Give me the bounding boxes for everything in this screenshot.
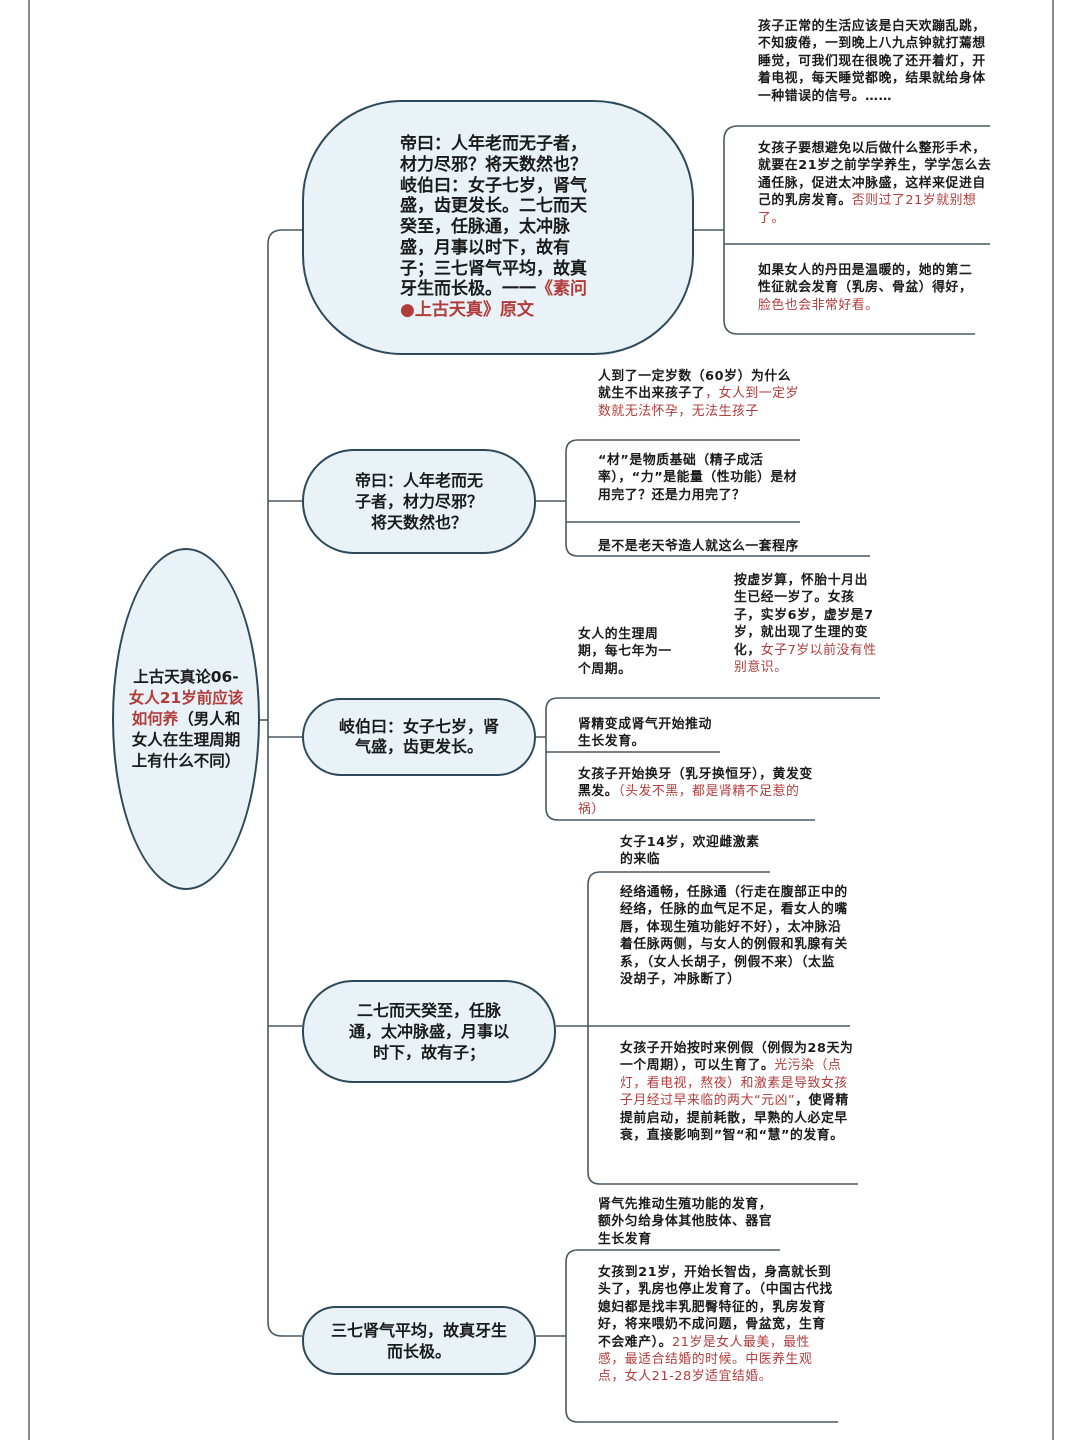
root-node-text: 上古天真论06-女人21岁前应该如何养（男人和女人在生理周期上有什么不同）: [128, 667, 244, 770]
leaf-material-energy: “材”是物质基础（精子成活率），“力”是能量（性功能）是材用完了？还是力用完了？: [598, 453, 798, 503]
leaf-menstruation: 女孩子开始按时来例假（例假为28天为一个周期），可以生育了。光污染（点灯，看电视…: [620, 1041, 854, 1144]
connector-n3-leaves: [536, 697, 880, 821]
connector-trunk: [267, 229, 302, 1337]
connector-n1-leaves: [694, 125, 990, 335]
leaf-age-21-maturity: 女孩到21岁，开始长智齿，身高就长到头了，乳房也停止发育了。（中国古代找媳妇都是…: [598, 1265, 833, 1385]
leaf-estrogen: 女子14岁，欢迎雌激素的来临: [620, 835, 760, 868]
leaf-ren-channel: 经络通畅，任脉通（行走在腹部正中的经络，任脉的血气足不足，看女人的嘴唇，体现生殖…: [620, 885, 848, 988]
node-age-twentyone: 三七肾气平均，故真牙生而长极。: [302, 1306, 536, 1375]
connector-n2-leaves: [536, 439, 870, 557]
page-border-right: [1052, 0, 1054, 1440]
leaf-sixty-years: 人到了一定岁数（60岁）为什么就生不出来孩子了，女人到一定岁数就无法怀孕，无法生…: [598, 369, 799, 419]
page-border-left: [28, 0, 30, 1440]
connector-n5-leaves: [536, 1249, 838, 1423]
leaf-dantian-warm: 如果女人的丹田是温暖的，她的第二性征就会发育（乳房、骨盆）得好，脸色也会非常好看…: [758, 263, 973, 313]
node-age-fourteen: 二七而天癸至，任脉通，太冲脉盛，月事以时下，故有子；: [302, 980, 556, 1083]
leaf-heaven-program: 是不是老天爷造人就这么一套程序: [598, 539, 799, 554]
leaf-seven-year-cycle: 女人的生理周期，每七年为一个周期。: [578, 627, 672, 677]
node-age-seven: 岐伯曰：女子七岁，肾气盛，齿更发长。: [302, 698, 536, 776]
node-emperor-question: 帝曰：人年老而无子者，材力尽邪？将天数然也？: [302, 449, 536, 554]
leaf-teeth-hair: 女孩子开始换牙（乳牙换恒牙），黄发变黑发。（头发不黑，都是肾精不足惹的祸）: [578, 767, 813, 817]
leaf-reproductive-priority: 肾气先推动生殖功能的发育，额外匀给身体其他肢体、器官生长发育: [598, 1197, 773, 1247]
leaf-nominal-age: 按虚岁算，怀胎十月出生已经一岁了。女孩子，实岁6岁，虚岁是7岁，就出现了生理的变…: [734, 573, 877, 676]
root-node: 上古天真论06-女人21岁前应该如何养（男人和女人在生理周期上有什么不同）: [112, 548, 260, 890]
leaf-sleep-signal: 孩子正常的生活应该是白天欢蹦乱跳，不知疲倦，一到晚上八九点钟就打蔫想睡觉，可我们…: [758, 19, 986, 104]
leaf-before-21: 女孩子要想避免以后做什么整形手术，就要在21岁之前学学养生，学学怎么去通任脉，促…: [758, 141, 992, 226]
connector-n4-leaves: [556, 871, 858, 1185]
leaf-kidney-essence: 肾精变成肾气开始推动生长发育。: [578, 717, 712, 750]
node-original-text: 帝曰：人年老而无子者，材力尽邪？将天数然也？岐伯曰：女子七岁，肾气盛，齿更发长。…: [302, 100, 694, 355]
